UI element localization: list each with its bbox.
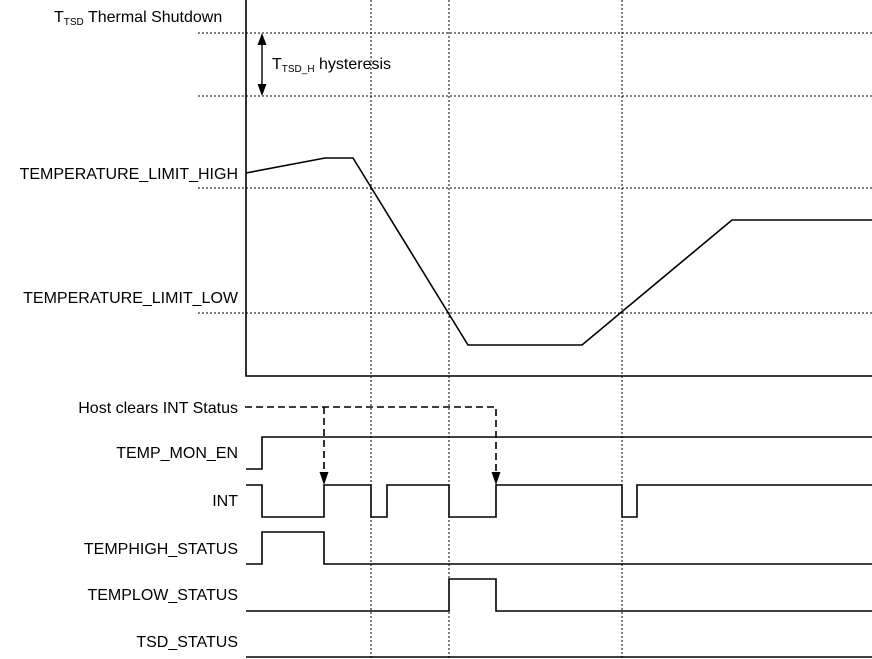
- temperature-curve: [245, 157, 872, 346]
- host-clears-label: Host clears INT Status: [78, 400, 238, 417]
- host-clears-arrow-1-icon: [319, 472, 329, 485]
- hysteresis-label: TTSD_H hysteresis: [272, 56, 391, 75]
- host-clears-dashed-path-2: [245, 406, 497, 478]
- hysteresis-arrow-up-icon: [257, 33, 267, 45]
- signal-label-int: INT: [212, 493, 238, 510]
- hysteresis-arrow-down-icon: [257, 84, 267, 96]
- waveform-int: [246, 484, 872, 518]
- waveform-templow-status: [246, 578, 872, 612]
- waveform-temp-mon-en: [246, 436, 872, 470]
- tsd-label: TTSD Thermal Shutdown: [54, 9, 222, 28]
- signal-label-temp-mon-en: TEMP_MON_EN: [116, 445, 238, 462]
- limit-high-label: TEMPERATURE_LIMIT_HIGH: [20, 166, 238, 183]
- signal-label-tsd-status: TSD_STATUS: [136, 634, 238, 651]
- host-clears-arrow-2-icon: [491, 472, 501, 485]
- limit-low-label: TEMPERATURE_LIMIT_LOW: [23, 290, 239, 307]
- waveform-temphigh-status: [246, 531, 872, 565]
- signal-label-templow-status: TEMPLOW_STATUS: [87, 587, 238, 604]
- temperature-axes: [245, 0, 872, 377]
- signal-label-temphigh-status: TEMPHIGH_STATUS: [84, 541, 238, 558]
